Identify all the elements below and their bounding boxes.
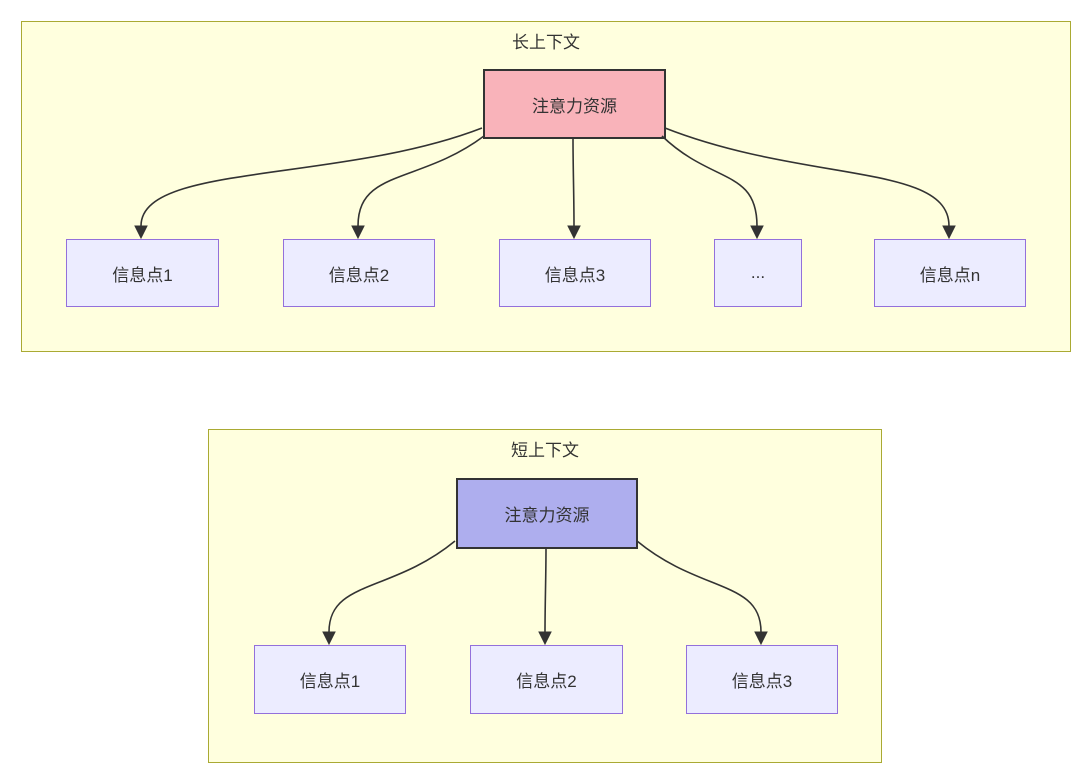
long-info-node-ellipsis: ... [714, 239, 802, 307]
long-context-container: 长上下文 注意力资源 信息点1 信息点2 信息点3 ... 信息点n [21, 21, 1071, 352]
long-info-node-2: 信息点2 [283, 239, 435, 307]
long-info-node-n: 信息点n [874, 239, 1026, 307]
long-info-node-1: 信息点1 [66, 239, 219, 307]
short-info-node-2: 信息点2 [470, 645, 623, 714]
short-info-node-1: 信息点1 [254, 645, 406, 714]
long-attention-resource-node: 注意力资源 [483, 69, 666, 139]
short-context-container: 短上下文 注意力资源 信息点1 信息点2 信息点3 [208, 429, 882, 763]
short-info-node-3: 信息点3 [686, 645, 838, 714]
long-info-node-3: 信息点3 [499, 239, 651, 307]
short-context-title: 短上下文 [511, 441, 579, 460]
short-attention-resource-node: 注意力资源 [456, 478, 638, 549]
long-context-title: 长上下文 [512, 33, 580, 52]
